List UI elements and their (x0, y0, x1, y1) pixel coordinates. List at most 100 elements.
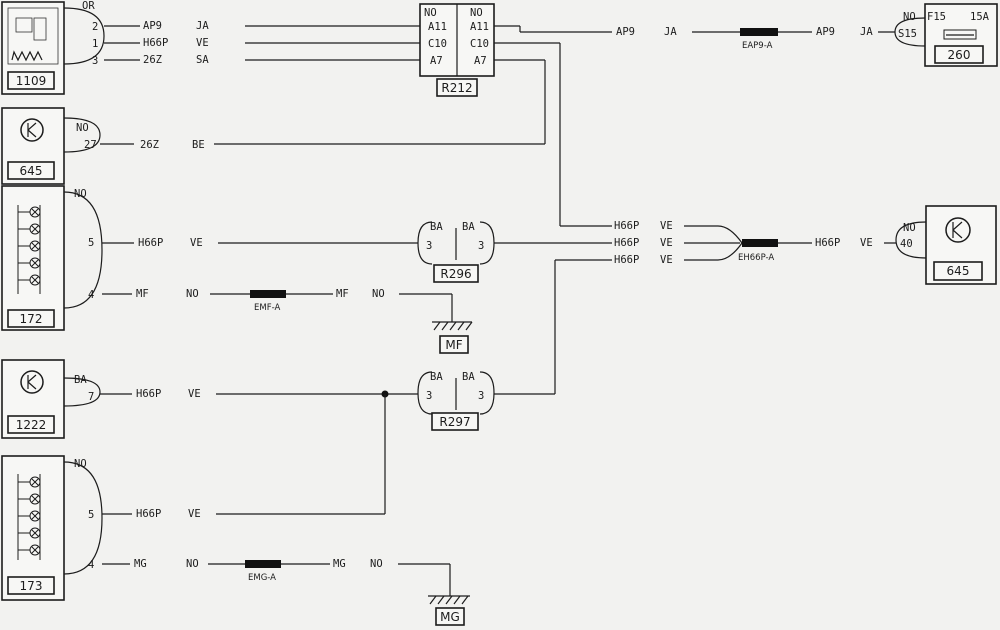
c1109-pin-2: 2 (92, 21, 98, 33)
r212-left-color: NO (424, 7, 437, 19)
component-260-id: 260 (948, 48, 971, 62)
connector-r297[interactable]: R297 (417, 371, 495, 431)
c1222-common-label: BA (74, 374, 87, 386)
wire-code: H66P (136, 508, 161, 520)
wire-code: H66P (614, 237, 639, 249)
c173-pin-4: 4 (88, 559, 94, 571)
wire-code: H66P (143, 37, 168, 49)
c260-color: NO (903, 11, 916, 23)
wire-color: VE (860, 237, 873, 249)
wire-color: VE (190, 237, 203, 249)
r212-pin: A7 (430, 55, 443, 67)
c1222-pin-7: 7 (88, 391, 94, 403)
wire-code: 26Z (143, 54, 162, 66)
splice-emf (250, 290, 286, 298)
r297-color: BA (430, 371, 443, 383)
splice-eap9 (740, 28, 778, 36)
r212-pin: A7 (474, 55, 487, 67)
ground-mf-id: MF (445, 338, 462, 352)
r297-pin: 3 (478, 390, 484, 402)
component-1222-id: 1222 (16, 418, 47, 432)
component-1109[interactable]: 1109 (1, 1, 65, 95)
c1109-pin-3: 3 (92, 55, 98, 67)
wire-code: AP9 (143, 20, 162, 32)
wire-color: JA (664, 26, 677, 38)
r296-color: BA (462, 221, 475, 233)
wire-color: SA (196, 54, 209, 66)
wire-code: H66P (614, 220, 639, 232)
wire-color: NO (186, 558, 199, 570)
fuse-rating: 15A (970, 11, 990, 23)
component-645b-id: 645 (947, 264, 970, 278)
component-1222[interactable]: 1222 (1, 359, 65, 439)
fuse-id: F15 (927, 11, 946, 23)
wire-code: H66P (614, 254, 639, 266)
component-645-right[interactable]: 645 (925, 205, 997, 285)
wire-color: VE (660, 254, 673, 266)
component-645a-id: 645 (20, 164, 43, 178)
wire-color: BE (192, 139, 205, 151)
wire-code: MG (333, 558, 346, 570)
wire-color: VE (188, 388, 201, 400)
r296-pin: 3 (426, 240, 432, 252)
r297-id: R297 (439, 415, 470, 429)
c645b-pin: 40 (900, 238, 913, 250)
component-172[interactable]: 172 (1, 185, 65, 331)
c173-pin-5: 5 (88, 509, 94, 521)
component-173-id: 173 (20, 579, 43, 593)
c645a-pin-27: 27 (84, 139, 97, 151)
c645a-common-label: NO (76, 122, 89, 134)
ground-mg: MG (428, 595, 470, 626)
r297-color: BA (462, 371, 475, 383)
r297-pin: 3 (426, 390, 432, 402)
component-173[interactable]: 173 (1, 455, 65, 601)
splice-eh66p (742, 239, 778, 247)
r212-right-color: NO (470, 7, 483, 19)
r212-id: R212 (441, 81, 472, 95)
c1109-common-label: OR (82, 0, 95, 12)
connector-r212[interactable]: R212 (419, 3, 495, 97)
wire-color: JA (196, 20, 209, 32)
splice-emg (245, 560, 281, 568)
r296-color: BA (430, 221, 443, 233)
c172-pin-4: 4 (88, 289, 94, 301)
splice-eap9-label: EAP9-A (742, 41, 773, 51)
wire-code: H66P (136, 388, 161, 400)
wire-code: H66P (815, 237, 840, 249)
splice-emf-label: EMF-A (254, 303, 280, 313)
c172-common-label: NO (74, 188, 87, 200)
r212-pin: A11 (428, 21, 447, 33)
ground-mf: MF (432, 321, 473, 354)
wire-color: VE (660, 237, 673, 249)
c172-pin-5: 5 (88, 237, 94, 249)
component-260-fuse[interactable]: 260 (924, 3, 998, 67)
c1109-pin-1: 1 (92, 38, 98, 50)
wire-color: JA (860, 26, 873, 38)
wire-color: VE (660, 220, 673, 232)
connector-r296[interactable]: R296 (417, 221, 495, 283)
wire-code: 26Z (140, 139, 159, 151)
r212-pin: C10 (428, 38, 447, 50)
wire-code: MG (134, 558, 147, 570)
c260-pin: S15 (898, 28, 917, 40)
r296-id: R296 (440, 267, 471, 281)
component-172-id: 172 (20, 312, 43, 326)
splice-eh66p-label: EH66P-A (738, 253, 774, 263)
component-1109-id: 1109 (16, 74, 47, 88)
r212-pin: C10 (470, 38, 489, 50)
r296-pin: 3 (478, 240, 484, 252)
c645b-color: NO (903, 222, 916, 234)
wire-color: VE (188, 508, 201, 520)
wire-color: NO (370, 558, 383, 570)
wire-color: NO (186, 288, 199, 300)
wire-code: H66P (138, 237, 163, 249)
component-645-left[interactable]: 645 (1, 107, 65, 185)
wire-code: AP9 (616, 26, 635, 38)
wire-code: AP9 (816, 26, 835, 38)
wire-color: NO (372, 288, 385, 300)
r212-pin: A11 (470, 21, 489, 33)
ground-mg-id: MG (440, 610, 460, 624)
wire-code: MF (136, 288, 149, 300)
c173-common-label: NO (74, 458, 87, 470)
